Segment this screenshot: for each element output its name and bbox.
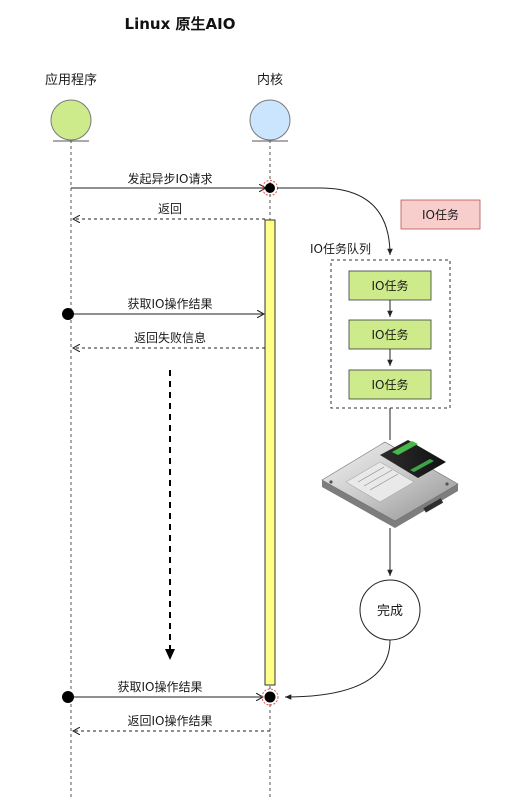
hard-disk-drive-icon: [321, 440, 459, 528]
queue-item: [348, 270, 432, 301]
queue-item: [348, 369, 432, 400]
legend-box: [400, 199, 481, 230]
message-start-dot-fetch2: [62, 691, 74, 703]
actor-label-kernel: 内核: [257, 72, 283, 88]
message-label-return: 返回: [158, 202, 182, 216]
message-start-dot-fetch1: [62, 308, 74, 320]
message-label-fetch2: 获取IO操作结果: [118, 679, 203, 694]
message-label-request: 发起异步IO请求: [128, 171, 213, 186]
queue-item-label: IO任务: [372, 327, 409, 342]
actor-kernel-node: [249, 99, 291, 142]
done-label: 完成: [377, 604, 403, 619]
queue-item-label: IO任务: [372, 377, 409, 392]
legend-label: IO任务: [422, 207, 459, 222]
async-marker-bottom: [261, 688, 279, 706]
queue-item: [348, 319, 432, 350]
enqueue-arrow: [277, 187, 393, 256]
actor-app-node: [50, 99, 92, 142]
queue-item-label: IO任务: [372, 278, 409, 293]
message-label-fetch1: 获取IO操作结果: [128, 296, 213, 311]
message-label-fail: 返回失败信息: [134, 330, 206, 345]
kernel-activation-bar: [264, 219, 276, 686]
diagram-title: Linux 原生AIO: [125, 15, 236, 33]
queue-label: IO任务队列: [310, 241, 371, 256]
message-label-result: 返回IO操作结果: [128, 713, 213, 728]
wait-arrow-head: [165, 649, 175, 660]
actor-label-app: 应用程序: [45, 72, 97, 88]
done-callback-arrow: [284, 639, 391, 700]
